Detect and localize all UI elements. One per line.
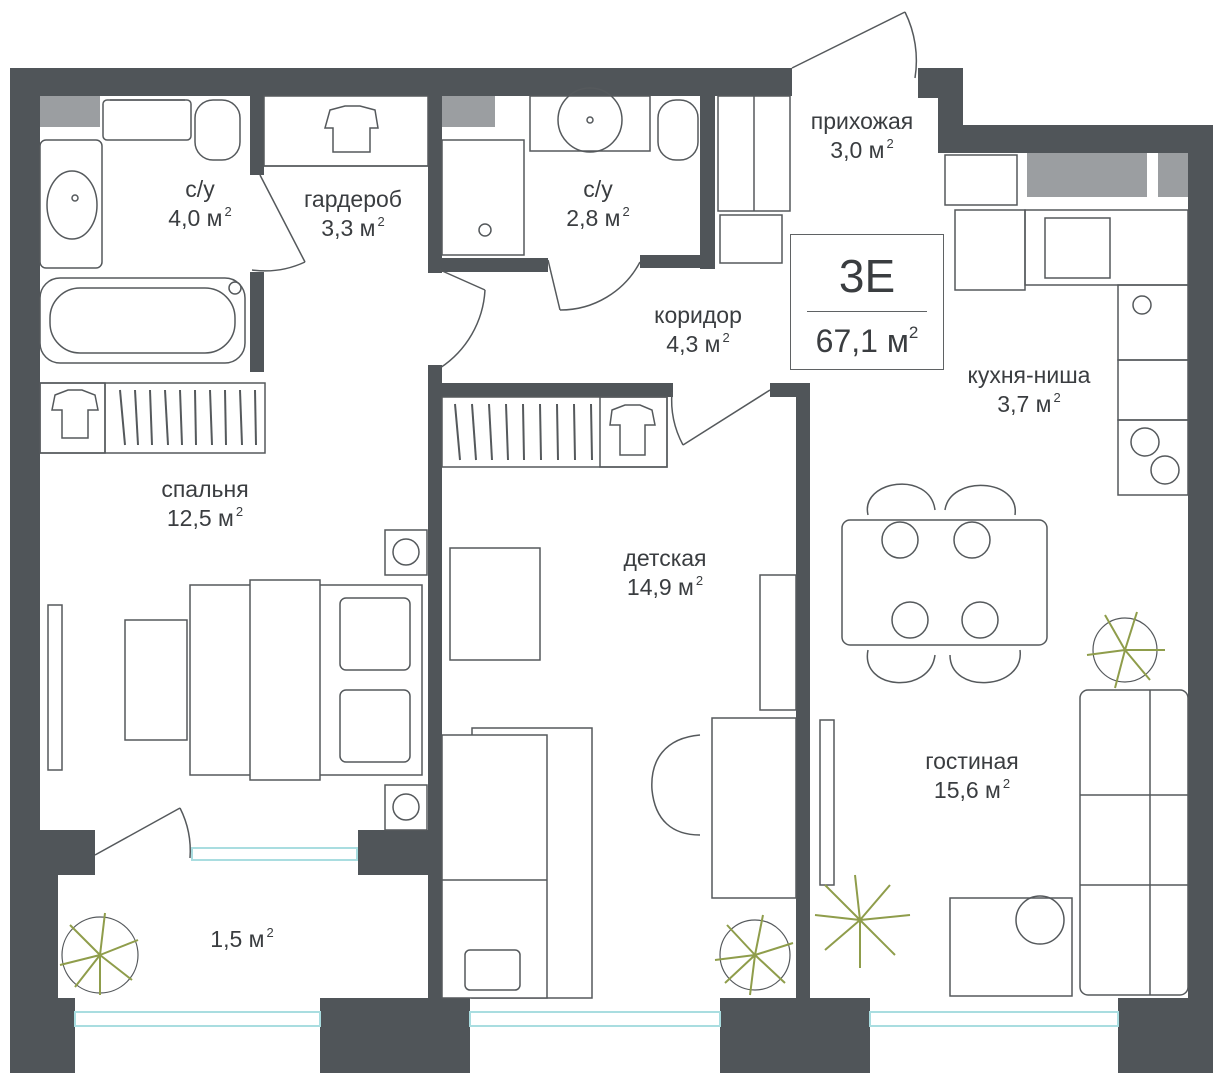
apartment-badge: 3E 67,1 м2 bbox=[790, 234, 944, 370]
total-area-value: 67,1 м bbox=[815, 323, 909, 359]
room-name: прихожая bbox=[810, 108, 914, 134]
wardrobe-fixtures bbox=[263, 95, 429, 167]
room-name: гардероб bbox=[304, 186, 402, 212]
walls bbox=[10, 68, 1213, 1073]
apartment-total-area: 67,1 м2 bbox=[791, 323, 943, 360]
total-area-exponent: 2 bbox=[908, 323, 919, 342]
bathroom2-fixtures bbox=[441, 87, 699, 256]
living-fixtures bbox=[819, 483, 1189, 997]
room-name: спальня bbox=[161, 476, 249, 502]
bedroom-fixtures bbox=[39, 382, 428, 831]
kids-fixtures bbox=[441, 396, 797, 999]
kitchen-fixtures bbox=[954, 209, 1189, 496]
room-name: с/у bbox=[185, 176, 215, 202]
room-name: гостиная bbox=[925, 748, 1019, 774]
plant-icons bbox=[59, 611, 1165, 996]
windows bbox=[74, 847, 1119, 1027]
apartment-code: 3E bbox=[838, 250, 896, 302]
room-name: детская bbox=[623, 545, 707, 571]
room-name: кухня-ниша bbox=[967, 362, 1091, 388]
hall-fixtures bbox=[717, 95, 1018, 264]
bathroom1-fixtures bbox=[39, 99, 246, 364]
doors bbox=[94, 11, 918, 859]
badge-divider bbox=[807, 311, 927, 312]
room-name: с/у bbox=[583, 176, 613, 202]
room-name: коридор bbox=[654, 302, 742, 328]
